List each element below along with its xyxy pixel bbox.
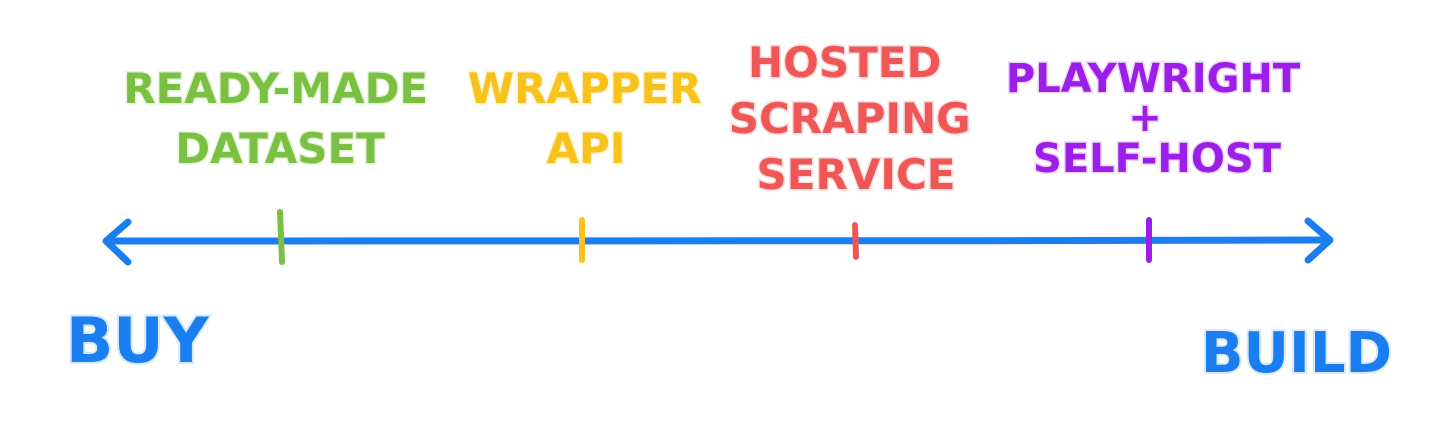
option-ticks xyxy=(277,209,1152,265)
option-label-hosted-scraping-service: HOSTED SCRAPING SERVICE xyxy=(729,38,986,199)
tick-hosted-scraping-service xyxy=(852,222,859,260)
option-label-wrapper-api: WRAPPER API xyxy=(468,64,716,173)
left-arrowhead-icon xyxy=(102,218,132,266)
build-label: BUILD xyxy=(1201,321,1392,386)
right-arrowhead-icon xyxy=(1304,217,1334,264)
spectrum-axis xyxy=(102,217,1334,266)
buy-label: BUY xyxy=(66,304,210,377)
option-label-ready-made-dataset: READY-MADE DATASET xyxy=(123,64,443,173)
end-labels: BUY BUILD xyxy=(64,302,1394,388)
tick-ready-made-dataset xyxy=(277,209,285,265)
option-labels: READY-MADE DATASET WRAPPER API HOSTED SC… xyxy=(122,37,1314,201)
axis-line xyxy=(104,236,1332,245)
option-label-playwright-self-host: PLAYWRIGHT + SELF-HOST xyxy=(1006,56,1314,182)
